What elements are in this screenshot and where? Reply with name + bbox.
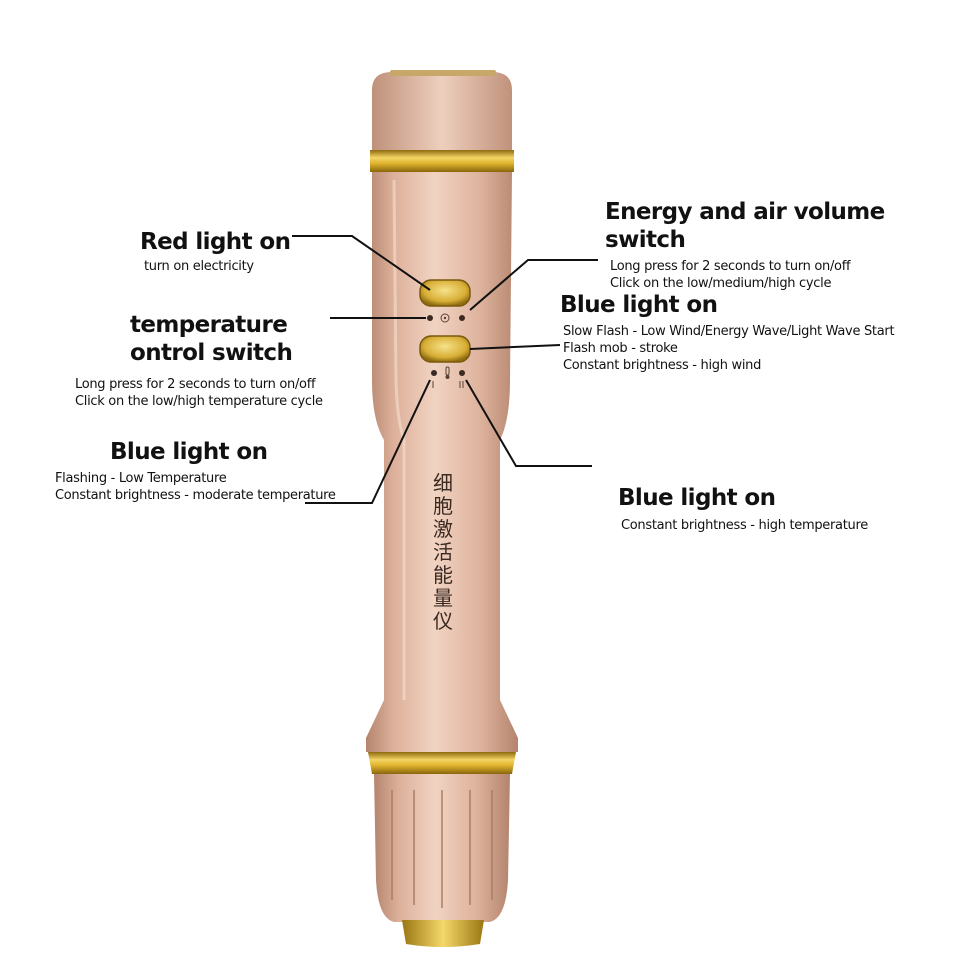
temperature-button[interactable]: [419, 335, 471, 363]
power-button[interactable]: [419, 279, 471, 307]
product-label-char: 活: [433, 540, 453, 564]
product-label: 细 胞 激 活 能 量 仪: [429, 472, 457, 633]
leader-blue-wind: [469, 344, 561, 350]
annotation-title: Blue light on: [110, 439, 268, 465]
annotation-temp-switch: temperature ontrol switch Long press for…: [74, 311, 323, 410]
power-led-icon: [427, 315, 433, 321]
annotation-description: Constant brightness - high temperature: [621, 517, 868, 534]
annotation-line: turn on electricity: [144, 259, 254, 274]
leader-red-light: [292, 235, 431, 291]
annotation-line: Constant brightness - moderate temperatu…: [55, 488, 336, 503]
product-label-char: 能: [433, 563, 453, 587]
leader-blue-low-temp: [305, 379, 431, 504]
annotation-title-line: temperature: [130, 312, 288, 338]
device-top-cap: [372, 72, 512, 150]
annotation-description: Flashing - Low Temperature Constant brig…: [55, 470, 336, 504]
annotation-line: Long press for 2 seconds to turn on/off: [610, 259, 851, 274]
annotation-description: turn on electricity: [144, 258, 290, 275]
bottom-gold-tip: [402, 920, 484, 947]
annotation-blue-light-low-temp: Blue light on Flashing - Low Temperature…: [55, 438, 336, 504]
grip-ridges: [391, 790, 493, 908]
annotation-description: Long press for 2 seconds to turn on/off …: [610, 258, 960, 292]
leader-energy-switch: [469, 259, 598, 311]
annotation-line: Long press for 2 seconds to turn on/off: [75, 377, 316, 392]
annotation-blue-light-high-temp: Blue light on Constant brightness - high…: [618, 484, 868, 534]
annotation-line: Flashing - Low Temperature: [55, 471, 227, 486]
annotation-blue-light-wind: Blue light on Slow Flash - Low Wind/Ener…: [560, 291, 895, 374]
low-temp-led-icon: [431, 370, 437, 376]
annotation-energy-switch: Energy and air volume switch Long press …: [605, 198, 960, 292]
product-label-char: 细: [433, 471, 453, 495]
lower-gold-ring: [368, 752, 516, 774]
product-label-char: 胞: [433, 494, 453, 518]
annotation-line: Click on the low/high temperature cycle: [75, 394, 323, 409]
annotation-title: Blue light on: [618, 485, 776, 511]
upper-gold-ring: [370, 150, 514, 172]
thermometer-icon: [445, 366, 450, 379]
device-body-edge: [392, 179, 406, 700]
high-temp-led-icon: [459, 370, 465, 376]
annotation-title: Red light on: [140, 229, 291, 255]
product-label-char: 仪: [433, 609, 453, 633]
leader-blue-high-temp: [465, 379, 592, 467]
fan-led-icon: [440, 313, 450, 323]
annotation-title: Blue light on: [560, 292, 718, 318]
annotation-line: Flash mob - stroke: [563, 341, 678, 356]
annotation-title: temperature ontrol switch: [130, 311, 323, 367]
wind-led-icon: [459, 315, 465, 321]
annotation-description: Slow Flash - Low Wind/Energy Wave/Light …: [563, 323, 895, 374]
annotation-title-line: ontrol switch: [130, 340, 293, 366]
leader-lines: [292, 235, 598, 504]
annotation-red-light: Red light on turn on electricity: [140, 228, 291, 275]
product-label-char: 量: [433, 586, 453, 610]
device-body: [366, 172, 518, 752]
annotation-line: Click on the low/medium/high cycle: [610, 276, 832, 291]
annotation-title: Energy and air volume switch: [605, 199, 885, 253]
annotation-line: Slow Flash - Low Wind/Energy Wave/Light …: [563, 324, 895, 339]
annotation-description: Long press for 2 seconds to turn on/off …: [75, 376, 323, 410]
product-label-char: 激: [433, 517, 453, 541]
level-indicator-icon: [432, 381, 464, 388]
annotation-line: Constant brightness - high wind: [563, 358, 762, 373]
annotation-line: Constant brightness - high temperature: [621, 518, 868, 533]
device-top-rim: [390, 70, 496, 76]
